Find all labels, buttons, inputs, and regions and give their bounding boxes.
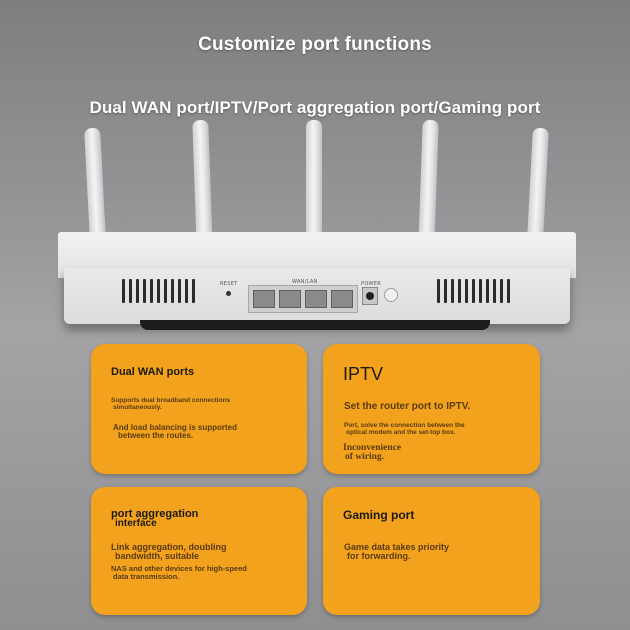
ethernet-port [253,290,275,308]
card-title: Gaming port [343,508,415,522]
card-text: simultaneously. [113,404,162,411]
router-foot [140,320,490,330]
ports-label: WAN/LAN [292,279,318,285]
ethernet-port [279,290,301,308]
headline: Customize port functions [198,34,432,55]
card-port-aggregation: port aggregation interface Link aggregat… [91,487,307,615]
card-title: port aggregation [111,508,199,520]
card-text: Inconvenience [343,443,402,453]
ethernet-ports [248,285,358,313]
reset-hole [226,291,231,296]
card-text: bandwidth, suitable [115,551,200,561]
card-title: IPTV [343,364,384,384]
card-text: And load balancing is supported [113,423,238,432]
ethernet-port [331,290,353,308]
card-text: optical modem and the set-top box. [346,429,456,436]
card-text: Link aggregation, doubling [111,542,227,552]
subheadline: Dual WAN port/IPTV/Port aggregation port… [89,98,541,117]
power-button [384,288,398,302]
card-text: Supports dual broadband connections [111,397,231,404]
card-text: of wiring. [345,452,385,462]
card-text: Port, solve the connection between the [344,422,465,429]
card-text: for forwarding. [347,551,411,561]
card-dual-wan: Dual WAN ports Supports dual broadband c… [91,344,307,474]
ethernet-port [305,290,327,308]
card-text: Game data takes priority [344,542,450,552]
card-text: data transmission. [113,572,180,581]
vent-right [437,279,510,303]
card-subtitle: Set the router port to IPTV. [344,401,471,412]
card-text: between the routes. [118,431,194,440]
vent-left [122,279,195,303]
card-title: Dual WAN ports [111,366,195,378]
card-iptv: IPTV Set the router port to IPTV. Port, … [323,344,540,474]
card-text: NAS and other devices for high-speed [111,564,247,573]
reset-label: RESET [220,281,238,287]
power-label: POWER [361,281,382,287]
card-gaming: Gaming port Game data takes priority for… [323,487,540,615]
card-title: interface [115,518,157,529]
power-jack [362,287,378,305]
